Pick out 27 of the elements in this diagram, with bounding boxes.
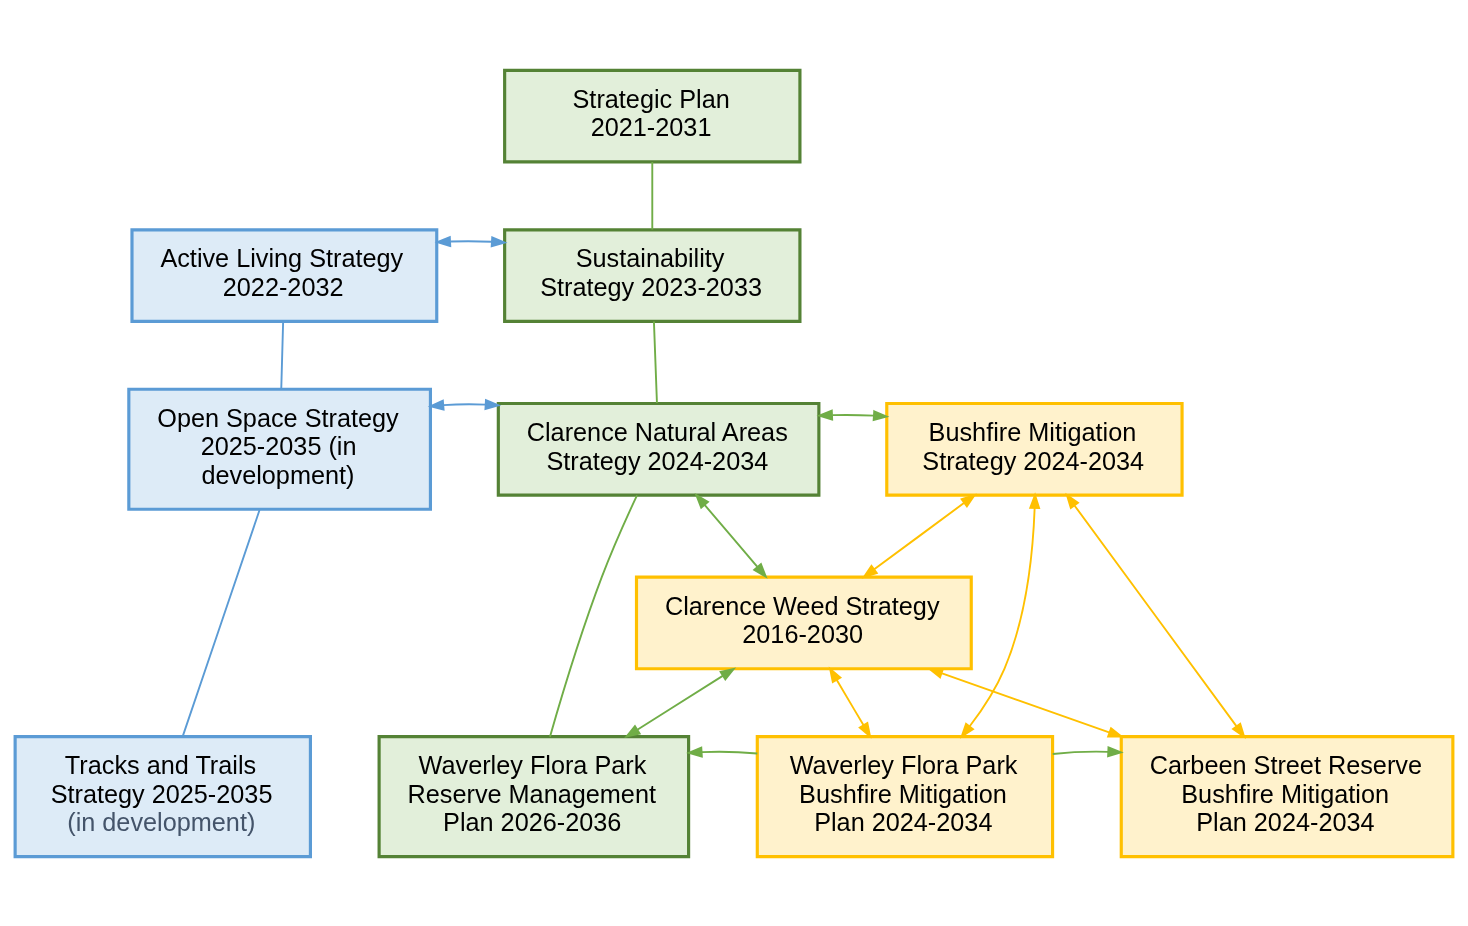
connector (181, 508, 261, 737)
node-box: Active Living Strategy 2022-2032 (130, 227, 439, 323)
node-box: Open Space Strategy 2025-2035 (in development) (127, 387, 432, 511)
arrow (828, 665, 872, 739)
arrow (694, 492, 768, 579)
arrow (861, 493, 977, 579)
connector (549, 493, 638, 738)
arrow (1065, 492, 1246, 739)
arrow (1051, 745, 1124, 758)
connector (651, 160, 654, 230)
arrow (427, 398, 502, 411)
arrow (816, 408, 890, 421)
node-box: Waverley Flora Park Reserve Management Plan 2026-2036 (377, 734, 691, 858)
node-box: Clarence Natural Areas Strategy 2024-2034 (496, 401, 821, 497)
arrow (959, 491, 1041, 739)
node-box: Bushfire Mitigation Strategy 2024-2034 (885, 401, 1184, 497)
node-box: Waverley Flora Park Bushfire Mitigation Plan 2024-2034 (755, 734, 1055, 858)
arrow (686, 745, 759, 758)
node-box: Clarence Weed Strategy 2016-2030 (634, 575, 973, 670)
node-box: Tracks and Trails Strategy 2025-2035 (in development) (13, 734, 312, 858)
arrow (434, 235, 508, 247)
arrow (624, 666, 737, 738)
node-box: Sustainability Strategy 2023-2033 (503, 227, 802, 323)
node-box: Carbeen Street Reserve Bushfire Mitigation Plan 2024-2034 (1119, 734, 1455, 858)
node-box: Strategic Plan 2021-2031 (503, 68, 802, 163)
connector (653, 320, 658, 404)
connector (280, 320, 285, 390)
